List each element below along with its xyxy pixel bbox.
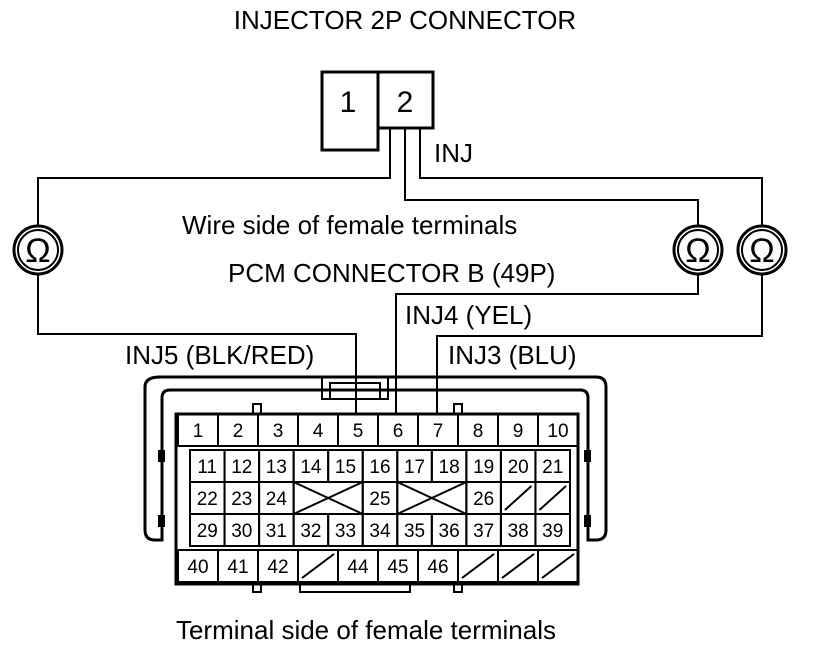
pcm-pin-34: 34 [369, 521, 391, 542]
ohm-icon: Ω [749, 232, 774, 270]
pcm-pin-41: 41 [227, 557, 248, 578]
pcm-pin-12: 12 [231, 457, 252, 478]
pcm-pin-11: 11 [197, 457, 217, 478]
pcm-pin-21: 21 [542, 457, 563, 478]
injector-2p-connector: 1 2 [320, 70, 435, 152]
pcm-pin-35: 35 [404, 521, 425, 542]
pcm-cell [537, 413, 579, 447]
pcm-pin-33: 33 [335, 521, 356, 542]
pcm-pin-25: 25 [369, 489, 390, 510]
pcm-pin-39: 39 [542, 521, 563, 542]
pcm-pin-30: 30 [231, 521, 252, 542]
ohmmeter-right: Ω [736, 224, 788, 276]
pcm-pin-20: 20 [508, 457, 529, 478]
pcm-connector-label: PCM CONNECTOR B (49P) [228, 258, 555, 288]
pcm-pin-7: 7 [433, 421, 444, 442]
ohmmeter-middle: Ω [672, 224, 724, 276]
inj3-label: INJ3 (BLU) [448, 340, 577, 370]
wire-side-label: Wire side of female terminals [182, 210, 517, 240]
inj5-label: INJ5 (BLK/RED) [125, 340, 314, 370]
pcm-pin-45: 45 [387, 557, 408, 578]
pcm-pin-10: 10 [547, 421, 568, 442]
inj-label: INJ [434, 138, 473, 168]
pcm-pin-5: 5 [353, 421, 364, 442]
pcm-pin-3: 3 [273, 421, 284, 442]
pcm-pin-23: 23 [231, 489, 252, 510]
pcm-connector-b [143, 375, 608, 593]
pcm-pin-32: 32 [300, 521, 321, 542]
blank-pin-mark [293, 481, 364, 515]
pcm-pin-37: 37 [473, 521, 494, 542]
injector-pin-1: 1 [340, 86, 357, 119]
injector-pin-2: 2 [397, 86, 414, 119]
pcm-pin-14: 14 [300, 457, 322, 478]
pcm-pin-19: 19 [473, 457, 494, 478]
pcm-pin-9: 9 [513, 421, 524, 442]
blank-pin-mark [461, 553, 495, 579]
pcm-pin-17: 17 [404, 457, 425, 478]
blank-pin-mark [541, 553, 575, 579]
pcm-pin-15: 15 [335, 457, 356, 478]
pcm-pin-1: 1 [193, 421, 204, 442]
pcm-pin-42: 42 [267, 557, 288, 578]
pcm-pin-22: 22 [197, 489, 218, 510]
terminal-side-label: Terminal side of female terminals [176, 615, 556, 645]
blank-pin-mark [301, 553, 335, 579]
pcm-pin-46: 46 [427, 557, 448, 578]
pcm-pin-2: 2 [233, 421, 244, 442]
wires [37, 128, 763, 414]
pcm-pin-4: 4 [313, 421, 324, 442]
pcm-pin-18: 18 [439, 457, 460, 478]
pcm-pin-16: 16 [369, 457, 390, 478]
blank-pin-mark [538, 485, 567, 511]
blank-pin-mark [504, 485, 533, 511]
pcm-pin-31: 31 [266, 521, 287, 542]
pcm-pin-26: 26 [473, 489, 494, 510]
pcm-pin-8: 8 [473, 421, 484, 442]
pcm-pin-13: 13 [266, 457, 287, 478]
pcm-pin-24: 24 [266, 489, 288, 510]
pcm-pin-44: 44 [347, 557, 369, 578]
blank-pin-mark [501, 553, 535, 579]
pcm-pin-36: 36 [439, 521, 460, 542]
pcm-pin-38: 38 [508, 521, 529, 542]
pcm-pin-6: 6 [393, 421, 404, 442]
inj4-label: INJ4 (YEL) [405, 300, 532, 330]
pcm-pin-40: 40 [187, 557, 208, 578]
ohm-icon: Ω [685, 232, 710, 270]
ohm-icon: Ω [25, 232, 50, 270]
pcm-pin-29: 29 [197, 521, 218, 542]
blank-pin-mark [396, 481, 467, 515]
ohmmeter-left: Ω [12, 224, 64, 276]
diagram-title: INJECTOR 2P CONNECTOR [234, 5, 576, 35]
pcm-cell [537, 549, 579, 583]
pcm-cell [534, 513, 571, 547]
